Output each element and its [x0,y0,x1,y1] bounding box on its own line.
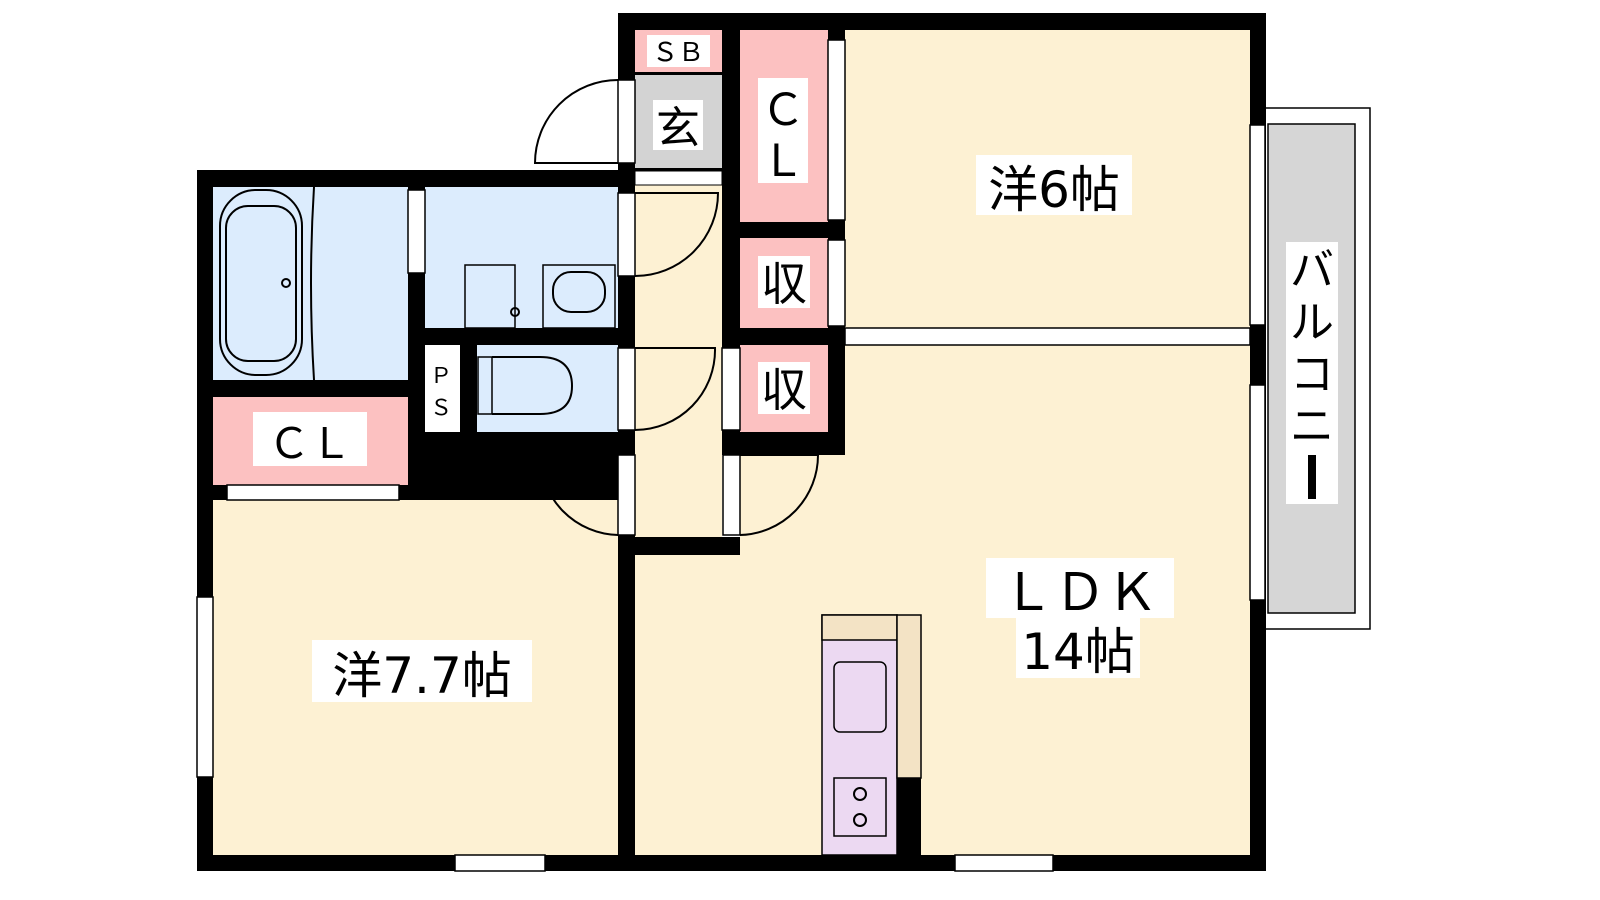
wash-basin-icon [542,264,616,329]
room-ldk [635,345,1250,855]
toilet-icon [477,356,574,415]
label-balcony-1: バ [1290,245,1334,296]
label-closet-top-c: Ｃ [761,85,805,136]
window-south-left [454,854,546,872]
washroom [425,187,618,328]
label-ldk: ＬＤＫ [1002,563,1158,623]
label-balcony-2: ル [1290,297,1334,348]
sink-icon [833,661,887,733]
label-storage-2: 収 [761,363,807,417]
entrance-step [634,170,723,186]
bath-door [407,189,426,274]
kitchen-wall [897,778,921,855]
washroom-door[interactable] [617,192,720,277]
label-closet-top-l: Ｌ [761,136,805,187]
washing-machine-icon [464,264,516,329]
label-pipe-space-s: Ｓ [430,396,452,421]
window-ldk-east [1249,384,1266,601]
pipe-space [425,345,460,432]
drain-icon [510,307,520,317]
label-ldk-size: 14帖 [1021,623,1135,681]
storage-1-door [827,239,846,327]
closet-left-doors [226,484,400,501]
toilet [477,345,618,432]
label-western-6: 洋6帖 [988,161,1120,219]
kitchen-top [821,614,898,641]
label-pipe-space-p: Ｐ [430,364,452,389]
hallway [635,185,722,537]
label-storage-1: 収 [761,257,807,311]
stove-icon [833,777,887,837]
window-western-7-7 [196,596,214,778]
label-balcony-5-bar [1308,455,1316,499]
sliding-partition [844,327,1251,346]
storage-2-door[interactable] [721,347,741,431]
closet-top-doors [827,39,846,221]
entrance-door[interactable] [533,79,636,164]
window-south-right [954,854,1054,872]
bathtub-icon [219,186,315,381]
kitchen-side-counter [896,614,922,779]
toilet-door[interactable] [617,347,717,431]
label-western-7-7: 洋7.7帖 [332,647,512,705]
label-shoe-box: ＳＢ [652,38,704,68]
label-closet-left: ＣＬ [268,419,352,468]
western-7-7-door[interactable] [538,454,636,536]
label-balcony-3: コ [1290,349,1334,400]
window-western-6 [1249,124,1266,326]
label-balcony-4: ニ [1290,401,1334,452]
ldk-door[interactable] [722,454,820,536]
label-entrance: 玄 [656,103,700,154]
